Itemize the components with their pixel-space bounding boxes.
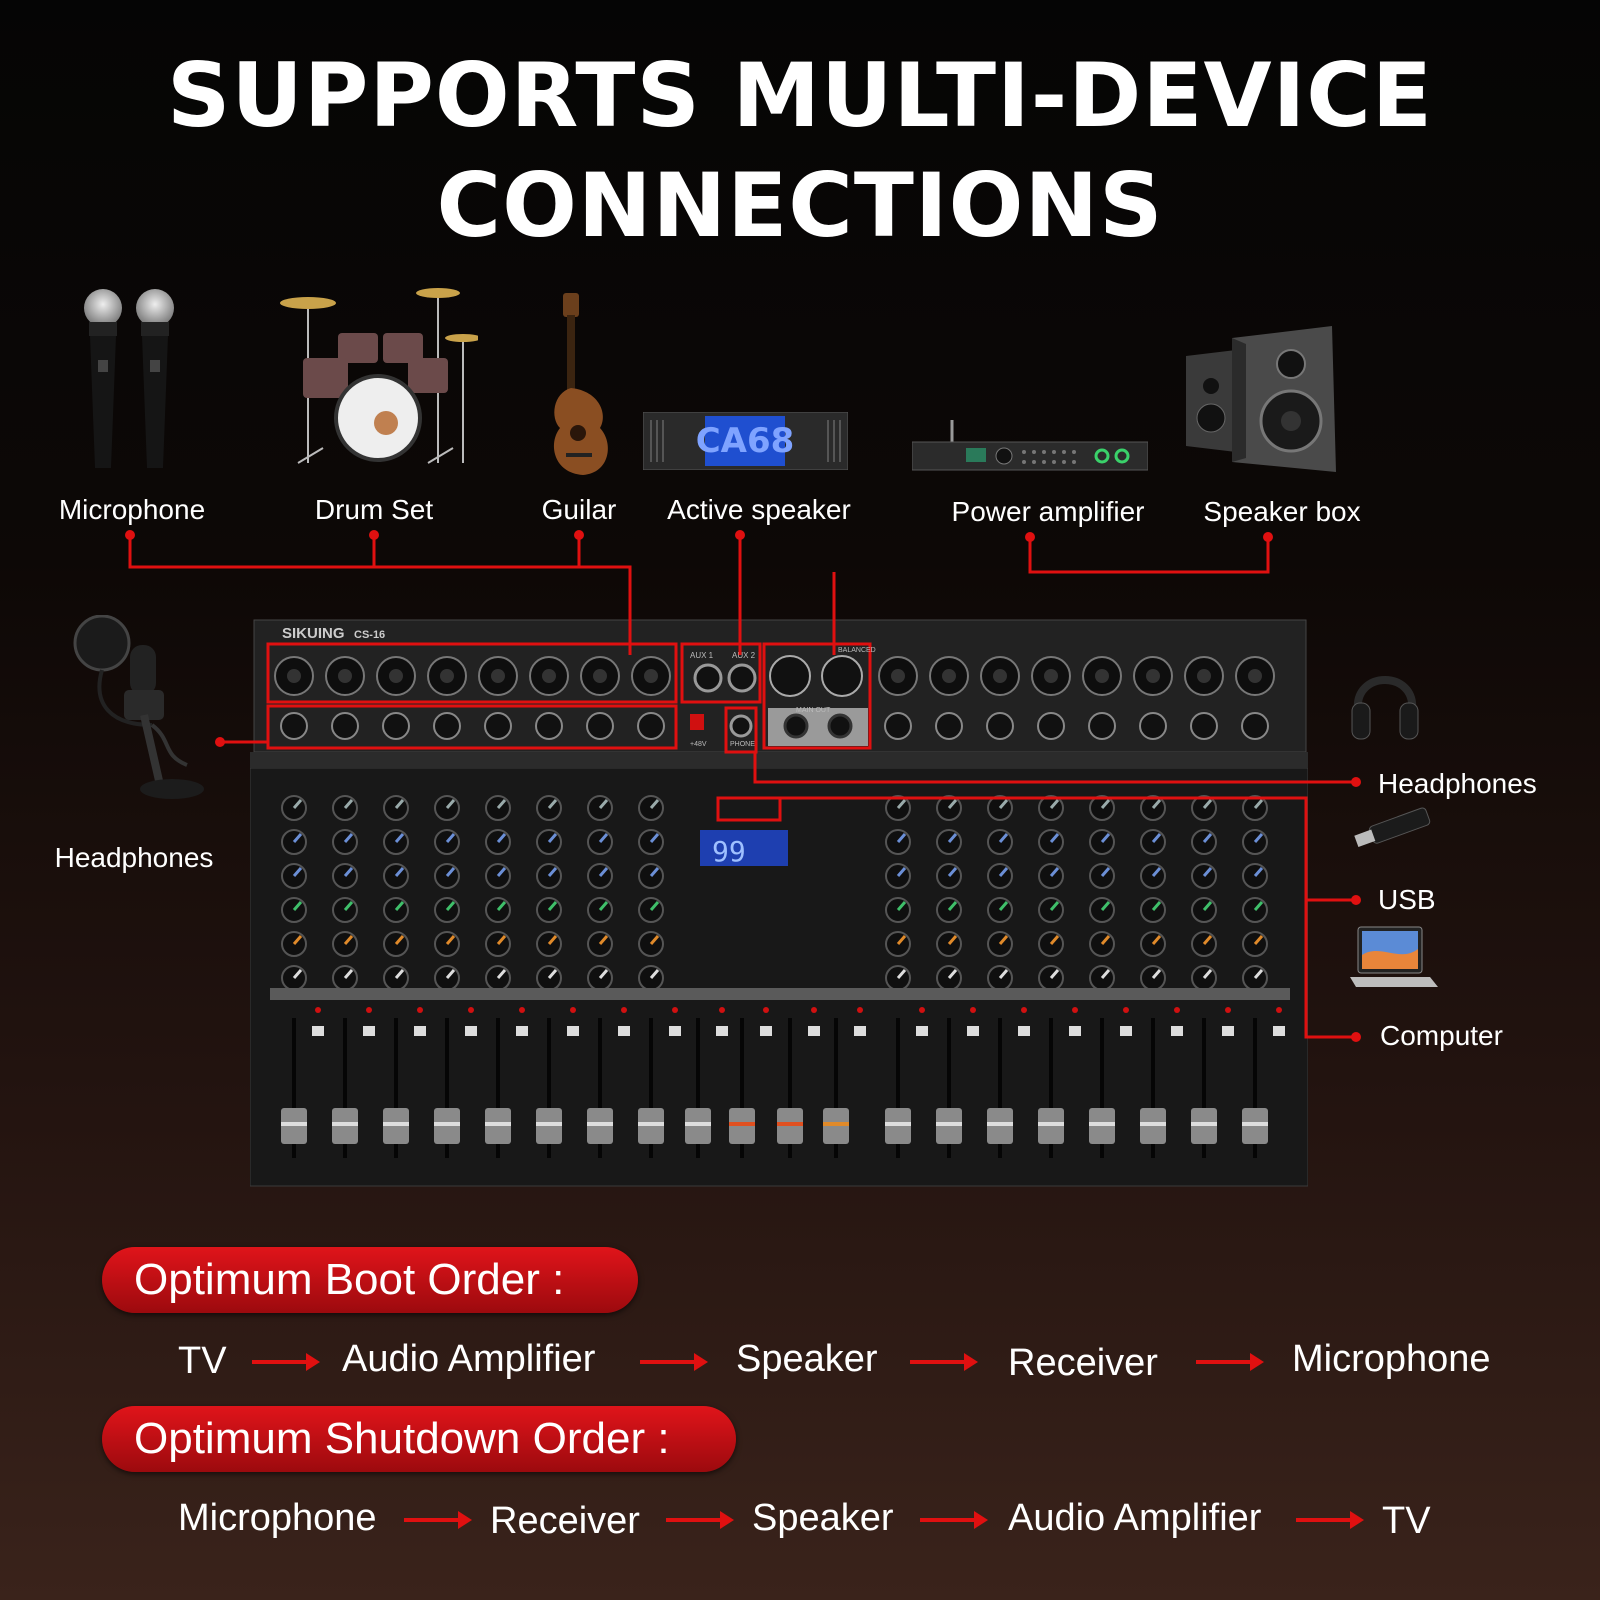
balanced-label: BALANCED xyxy=(838,647,876,654)
pfl-button xyxy=(1018,1026,1030,1036)
boot-step-2: Audio Amplifier xyxy=(342,1338,596,1380)
balanced-output-jack xyxy=(821,655,863,697)
pfl-button xyxy=(967,1026,979,1036)
phantom-label: +48V xyxy=(690,741,707,748)
mixer-model: CS-16 xyxy=(354,629,385,641)
phone-jack xyxy=(729,714,753,738)
device-label-drum-set: Drum Set xyxy=(314,494,434,525)
main-out-jack xyxy=(783,713,809,739)
gain-knob xyxy=(1190,712,1218,740)
mixer-display-value: 99 xyxy=(712,835,746,868)
gain-knob xyxy=(535,712,563,740)
gain-knob xyxy=(586,712,614,740)
pfl-button xyxy=(1273,1026,1285,1036)
shutdown-step-3: Speaker xyxy=(752,1497,894,1539)
power-amplifier-icon xyxy=(912,420,1148,471)
active-speaker-icon: CA68 xyxy=(643,412,848,470)
pfl-button xyxy=(465,1026,477,1036)
gain-knob xyxy=(484,712,512,740)
pfl-button xyxy=(1120,1026,1132,1036)
gain-knob xyxy=(637,712,665,740)
page-title-line2: CONNECTIONS xyxy=(436,154,1164,257)
aux-jack xyxy=(693,663,723,693)
speaker-box-icon xyxy=(1186,326,1336,472)
device-label-speaker-box: Speaker box xyxy=(1203,496,1361,527)
pfl-button xyxy=(760,1026,772,1036)
mixer-brand: SIKUING xyxy=(282,625,345,642)
boot-step-4: Receiver xyxy=(1008,1342,1158,1384)
pfl-button xyxy=(414,1026,426,1036)
aux1-label: AUX 1 xyxy=(690,651,714,660)
device-label-active-speaker: Active speaker xyxy=(667,494,851,525)
main-out-label: MAIN OUT xyxy=(796,707,831,714)
pfl-button xyxy=(916,1026,928,1036)
gain-knob xyxy=(884,712,912,740)
pfl-button xyxy=(854,1026,866,1036)
boot-arrow-2 xyxy=(640,1353,708,1371)
boot-step-5: Microphone xyxy=(1292,1338,1491,1380)
svg-text:CA68: CA68 xyxy=(696,421,795,461)
guitar-icon xyxy=(553,293,608,475)
phone-label: PHONE xyxy=(730,741,755,748)
gain-knob xyxy=(986,712,1014,740)
pfl-button xyxy=(1171,1026,1183,1036)
boot-arrow-3 xyxy=(910,1353,978,1371)
computer-icon xyxy=(1350,926,1438,987)
device-label-microphone: Microphone xyxy=(58,494,206,525)
microphone-icon xyxy=(84,289,174,468)
boot-arrow-4 xyxy=(1196,1353,1264,1371)
device-label-left-headphones: Headphones xyxy=(54,842,214,873)
gain-knob xyxy=(1139,712,1167,740)
main-out-jack xyxy=(827,713,853,739)
gain-knob xyxy=(1088,712,1116,740)
shutdown-step-5: TV xyxy=(1382,1500,1431,1542)
device-label-usb: USB xyxy=(1378,884,1436,915)
headphones-icon xyxy=(1351,676,1419,740)
pfl-button xyxy=(1222,1026,1234,1036)
boot-order-heading: Optimum Boot Order : xyxy=(102,1247,638,1313)
pfl-button xyxy=(363,1026,375,1036)
pfl-button xyxy=(669,1026,681,1036)
gain-knob xyxy=(1037,712,1065,740)
pfl-button xyxy=(312,1026,324,1036)
gain-knob xyxy=(1241,712,1269,740)
shutdown-arrow-1 xyxy=(404,1511,472,1529)
pfl-button xyxy=(808,1026,820,1036)
gain-knob xyxy=(382,712,410,740)
shutdown-arrow-2 xyxy=(666,1511,734,1529)
pfl-button xyxy=(618,1026,630,1036)
shutdown-step-1: Microphone xyxy=(178,1497,377,1539)
device-label-guitar: Guilar xyxy=(541,494,617,525)
gain-knob xyxy=(935,712,963,740)
gain-knob xyxy=(433,712,461,740)
device-label-headphones: Headphones xyxy=(1378,768,1537,799)
pfl-button xyxy=(516,1026,528,1036)
boot-step-3: Speaker xyxy=(736,1338,878,1380)
audio-mixer: 99 SIKUING CS-16 AUX 1 AUX 2 PHONE BALAN… xyxy=(250,619,1308,1187)
page-title-line1: SUPPORTS MULTI-DEVICE xyxy=(166,44,1434,147)
shutdown-arrow-4 xyxy=(1296,1511,1364,1529)
pfl-button xyxy=(567,1026,579,1036)
device-label-computer: Computer xyxy=(1380,1020,1503,1051)
shutdown-step-4: Audio Amplifier xyxy=(1008,1497,1262,1539)
drum-set-icon xyxy=(280,288,478,464)
aux2-label: AUX 2 xyxy=(732,651,756,660)
device-label-power-amplifier: Power amplifier xyxy=(951,496,1145,527)
shutdown-order-heading: Optimum Shutdown Order : xyxy=(102,1406,736,1472)
pfl-button xyxy=(1069,1026,1081,1036)
aux-jack xyxy=(727,663,757,693)
boot-order-heading-text: Optimum Boot Order : xyxy=(134,1255,565,1304)
boot-step-1: TV xyxy=(178,1340,227,1382)
gain-knob xyxy=(280,712,308,740)
shutdown-order-heading-text: Optimum Shutdown Order : xyxy=(134,1414,670,1463)
shutdown-step-2: Receiver xyxy=(490,1500,640,1542)
balanced-output-jack xyxy=(769,655,811,697)
pfl-button xyxy=(716,1026,728,1036)
gain-knob xyxy=(331,712,359,740)
usb-icon xyxy=(1354,807,1431,847)
shutdown-arrow-3 xyxy=(920,1511,988,1529)
boot-arrow-1 xyxy=(252,1353,320,1371)
studio-microphone-icon xyxy=(73,615,204,799)
